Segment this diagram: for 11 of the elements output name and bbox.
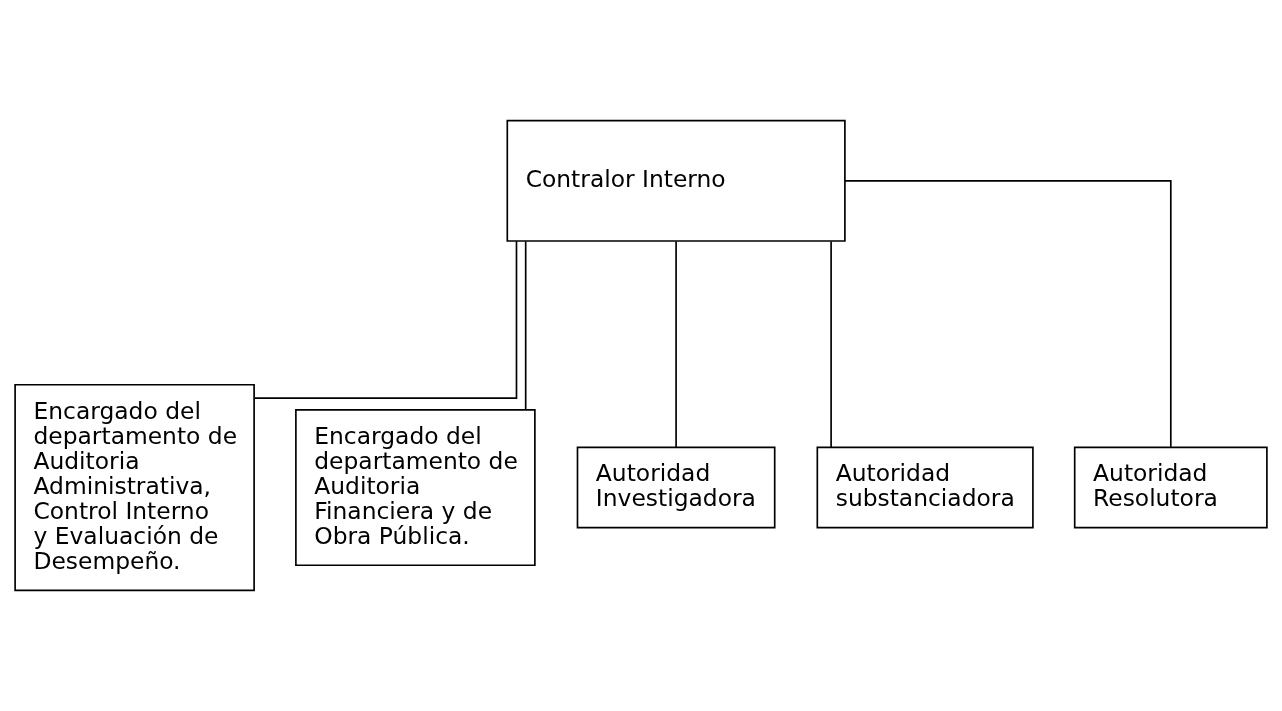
node-box: Autoridad Resolutora — [1073, 446, 1268, 529]
connector — [524, 240, 527, 411]
node-box: Autoridad substanciadora — [816, 446, 1034, 529]
connector — [253, 240, 518, 399]
connector — [844, 180, 1172, 448]
node-box: Encargado del departamento de Auditoria Administrativa, Control Interno y Evaluación de Desempeño. — [14, 383, 255, 592]
node-box: Contralor Interno — [506, 119, 846, 242]
connector — [675, 240, 677, 448]
node-box: Encargado del departamento de Auditoria Financiera y de Obra Pública. — [295, 409, 536, 567]
connector — [830, 240, 832, 448]
node-box: Autoridad Investigadora — [576, 446, 776, 529]
